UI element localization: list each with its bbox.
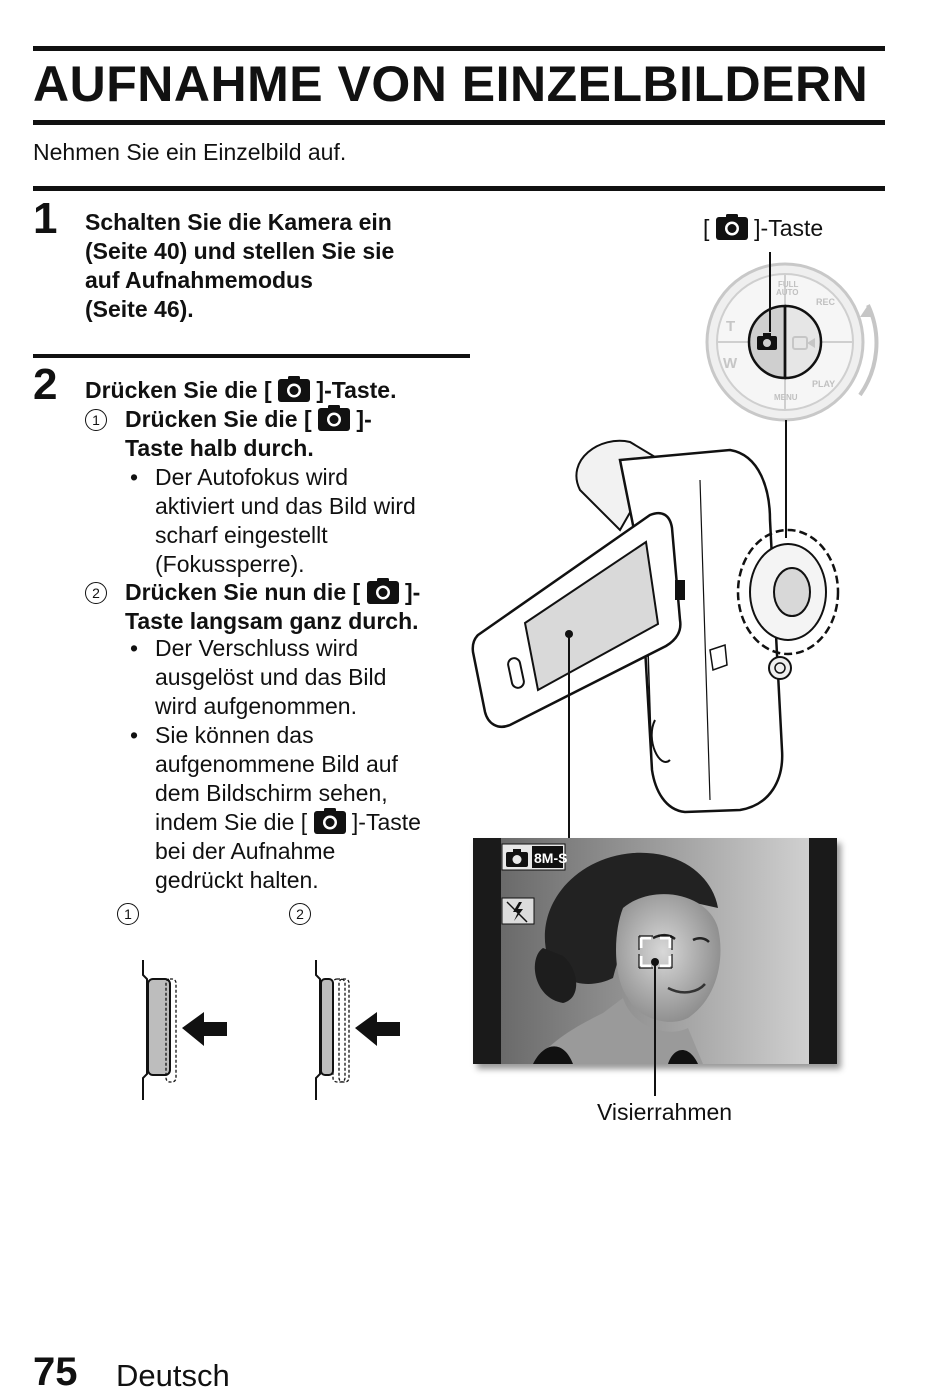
bullet-line: wird aufgenommen. (155, 693, 357, 719)
bullet-line: gedrückt halten. (155, 867, 319, 893)
step-1-text: Schalten Sie die Kamera ein (Seite 40) u… (85, 208, 394, 324)
dial-label-play: PLAY (812, 379, 835, 389)
sub-2-bullet-1: • Der Verschluss wird ausgelöst und das … (130, 634, 387, 721)
sub-1-post: ]- (356, 406, 372, 432)
press-marker-1: 1 (117, 903, 139, 926)
dial-label-w: W (723, 355, 738, 372)
page-title: AUFNAHME VON EINZELBILDERN (33, 56, 869, 112)
bullet-line: scharf eingestellt (155, 522, 328, 548)
bullet-line: bei der Aufnahme (155, 838, 336, 864)
sub-2-line2: Taste langsam ganz durch. (125, 608, 419, 634)
arrow-left-icon (355, 1012, 400, 1046)
circled-number: 2 (85, 582, 107, 604)
camera-icon (506, 849, 528, 867)
title-rule (33, 120, 885, 125)
sub-1-heading: Drücken Sie die [ ]- Taste halb durch. (125, 405, 372, 463)
dial-label-menu: MENU (774, 393, 798, 402)
video-icon (792, 336, 815, 350)
step-1-line: (Seite 46). (85, 296, 194, 322)
language-label: Deutsch (116, 1358, 230, 1393)
half-press-diagram (142, 960, 227, 1100)
bullet-line: (Fokussperre). (155, 551, 305, 577)
portrait-photo: 8M-S (501, 838, 809, 1064)
step-1-line: Schalten Sie die Kamera ein (85, 209, 392, 235)
sub-2-heading: Drücken Sie nun die [ ]- Taste langsam g… (125, 578, 420, 636)
intro-text: Nehmen Sie ein Einzelbild auf. (33, 139, 347, 165)
bullet-line: Der Verschluss wird (155, 635, 359, 661)
control-dial-diagram: FULL AUTO REC PLAY MENU T W (705, 252, 879, 422)
sub-2-bullet-2: • Sie können das aufgenommene Bild auf d… (130, 721, 421, 895)
step-2-heading-pre: Drücken Sie die [ (85, 377, 272, 403)
mode-text: 8M-S (534, 850, 567, 866)
camera-icon (757, 333, 777, 350)
dial-label-rec: REC (816, 297, 836, 307)
section-rule (33, 186, 885, 191)
dial-label-t: T (726, 318, 735, 335)
sub-1-bullet: • Der Autofokus wird aktiviert und das B… (130, 463, 416, 579)
viewfinder-leader (654, 1064, 656, 1096)
bullet-dot: • (130, 722, 139, 748)
sub-1-line1: Drücken Sie die [ ]- (125, 405, 372, 434)
step-1-number: 1 (33, 194, 58, 243)
circled-number: 1 (117, 903, 139, 925)
viewfinder-label: Visierrahmen (597, 1099, 733, 1125)
focus-frame-icon (639, 936, 672, 968)
circled-number: 2 (289, 903, 311, 925)
camera-icon (318, 405, 351, 431)
screen-preview: 8M-S (473, 838, 837, 1064)
step-1-line: auf Aufnahmemodus (85, 267, 313, 293)
sub-1-marker: 1 (85, 405, 107, 434)
dial-label-full: FULL (778, 280, 799, 289)
sub-1-pre: Drücken Sie die [ (125, 406, 312, 432)
bullet-dot: • (130, 464, 139, 490)
camera-icon (366, 578, 399, 604)
press-marker-2: 2 (289, 903, 311, 926)
circled-number: 1 (85, 409, 107, 431)
step-2-heading-post: ]-Taste. (316, 377, 397, 403)
sub-2-marker: 2 (85, 578, 107, 607)
bullet-post: ]-Taste (351, 809, 421, 835)
bullet-line: aufgenommene Bild auf (155, 751, 398, 777)
sub-2-pre: Drücken Sie nun die [ (125, 579, 361, 605)
sub-2-line1: Drücken Sie nun die [ ]- (125, 578, 420, 607)
bullet-line: Der Autofokus wird (155, 464, 349, 490)
label-post: ]-Taste (754, 215, 824, 241)
bullet-pre: indem Sie die [ (155, 809, 308, 835)
flash-off-icon (513, 902, 523, 921)
camera-icon (715, 214, 748, 240)
sub-2-post: ]- (404, 579, 421, 605)
camera-icon (278, 376, 311, 402)
bullet-line: ausgelöst und das Bild (155, 664, 387, 690)
shutter-button-label: [ ]-Taste (703, 214, 823, 242)
bullet-line: Sie können das (155, 722, 314, 748)
bullet-line: dem Bildschirm sehen, (155, 780, 388, 806)
step-rule (33, 354, 470, 358)
full-press-diagram (315, 960, 400, 1100)
camera-body-diagram (471, 420, 840, 840)
label-pre: [ (703, 215, 710, 241)
step-2-number: 2 (33, 360, 58, 409)
bullet-line: aktiviert und das Bild wird (155, 493, 416, 519)
step-2-heading: Drücken Sie die [ ]-Taste. (85, 376, 397, 405)
sub-1-line2: Taste halb durch. (125, 435, 314, 461)
bullet-dot: • (130, 635, 139, 661)
bullet-line-with-icon: indem Sie die [ ]-Taste (155, 808, 421, 837)
dial-label-auto: AUTO (776, 288, 799, 297)
camera-icon (313, 808, 346, 834)
top-rule (33, 46, 885, 51)
arrow-left-icon (182, 1012, 227, 1046)
step-1-line: (Seite 40) und stellen Sie sie (85, 238, 395, 264)
page-number: 75 (33, 1350, 78, 1394)
